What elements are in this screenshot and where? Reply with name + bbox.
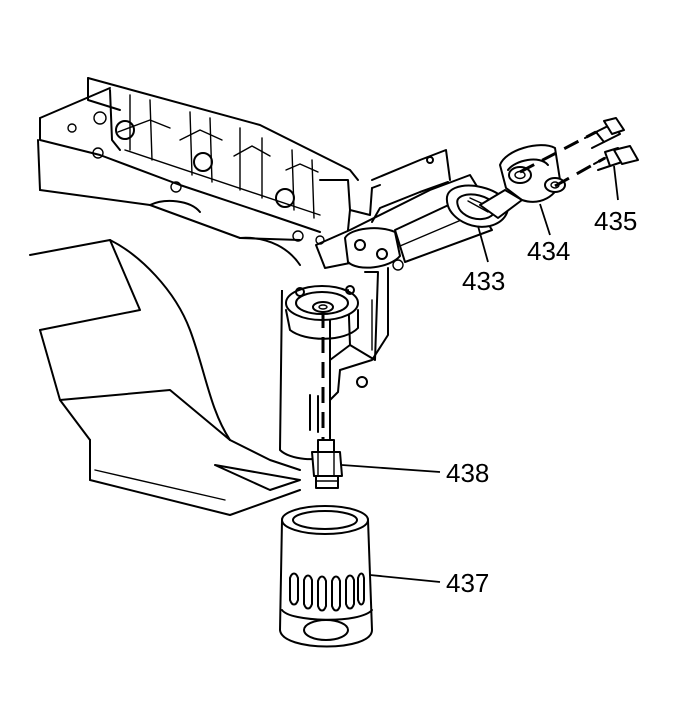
callout-434: 434 bbox=[527, 236, 570, 266]
callout-438: 438 bbox=[446, 458, 489, 488]
bolt-lower bbox=[593, 145, 639, 171]
leader-437 bbox=[369, 574, 441, 583]
callout-437: 437 bbox=[446, 568, 489, 598]
bolt-upper bbox=[584, 117, 625, 149]
callout-labels: 433 434 435 438 437 bbox=[446, 206, 637, 598]
leader-438 bbox=[341, 464, 441, 473]
leader-434 bbox=[539, 203, 551, 236]
fitting-438 bbox=[311, 439, 343, 489]
bolts-435 bbox=[584, 117, 639, 171]
gasket-433 bbox=[445, 184, 509, 228]
axis-line-lower bbox=[554, 156, 606, 188]
filter-mount-pad bbox=[285, 285, 359, 340]
leader-435 bbox=[613, 165, 619, 201]
leader-433 bbox=[477, 225, 489, 263]
axis-line-upper bbox=[519, 130, 597, 174]
oil-filter-437 bbox=[279, 505, 373, 648]
callout-leaders bbox=[341, 165, 619, 583]
callout-435: 435 bbox=[594, 206, 637, 236]
engine-block bbox=[39, 77, 381, 261]
callout-433: 433 bbox=[462, 266, 505, 296]
